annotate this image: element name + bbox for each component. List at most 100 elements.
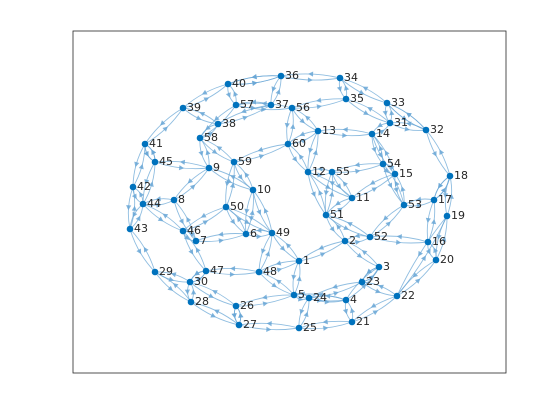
edge-arrowhead <box>290 123 296 130</box>
edge-arrowhead <box>233 91 239 97</box>
edge-arrowhead <box>344 85 350 91</box>
edge-arrowhead <box>284 122 290 129</box>
edge-arrowhead <box>401 115 407 121</box>
node-label: 1 <box>303 254 310 267</box>
edge-arrowhead <box>202 220 209 226</box>
edge-arrowhead <box>225 92 231 98</box>
edge-arrowhead <box>378 284 384 290</box>
edge-arrowhead <box>143 246 149 253</box>
edge-arrowhead <box>167 285 173 291</box>
edge-arrowhead <box>337 207 343 213</box>
edge-arrowhead <box>271 282 277 288</box>
node-label: 59 <box>238 155 252 168</box>
edge-arrowhead <box>342 132 348 138</box>
edge-arrowhead <box>384 150 390 156</box>
edge-arrowhead <box>389 110 395 116</box>
edge-arrowhead <box>248 216 254 221</box>
graph-node-20 <box>432 256 440 264</box>
node-label: 52 <box>374 230 388 243</box>
edge-arrowhead <box>271 86 277 92</box>
edge-arrowhead <box>361 250 368 256</box>
edge-arrowhead <box>431 150 437 157</box>
edge-arrowhead <box>131 193 137 200</box>
edge-arrowhead <box>379 129 385 135</box>
edge-arrowhead <box>199 111 206 117</box>
edge-arrowhead <box>412 272 419 278</box>
node-label: 30 <box>194 275 208 288</box>
edge-arrowhead <box>325 293 331 299</box>
edge-arrowhead <box>389 165 395 171</box>
node-label: 37 <box>275 98 289 111</box>
edge-arrowhead <box>363 110 369 115</box>
edge-arrowhead <box>342 127 348 133</box>
edge-arrowhead <box>214 115 220 121</box>
edge-arrowhead <box>323 190 329 196</box>
edge-arrowhead <box>299 118 305 124</box>
edge-arrowhead <box>216 146 223 152</box>
edge-arrowhead <box>329 181 336 186</box>
edge-arrowhead <box>143 151 149 157</box>
graph-node-41 <box>141 140 149 148</box>
node-label: 3 <box>383 260 390 273</box>
edge-arrowhead <box>387 182 393 189</box>
edge-arrowhead <box>196 277 202 283</box>
edge-arrowhead <box>443 193 449 199</box>
edge-arrowhead <box>375 288 381 294</box>
edge-arrowhead <box>257 146 264 152</box>
node-label: 34 <box>344 71 358 84</box>
graph-node-45 <box>151 158 159 166</box>
edge-arrowhead <box>236 216 242 223</box>
edge-arrowhead <box>200 212 207 218</box>
graph-node-30 <box>186 278 194 286</box>
edge-arrowhead <box>308 71 314 77</box>
edge-arrowhead <box>132 211 138 218</box>
edge-arrowhead <box>258 154 265 160</box>
edge-arrowhead <box>431 218 437 225</box>
edge-arrowhead <box>179 159 186 165</box>
edge-arrowhead <box>371 187 378 193</box>
edge-arrowhead <box>266 321 272 327</box>
edge-arrowhead <box>336 224 342 230</box>
edge-arrowhead <box>335 200 341 206</box>
edge-arrowhead <box>296 275 302 282</box>
node-label: 44 <box>147 197 161 210</box>
edge-arrowhead <box>138 163 144 170</box>
node-label: 35 <box>350 92 364 105</box>
node-label: 26 <box>240 299 254 312</box>
node-label: 38 <box>222 117 236 130</box>
edge-arrowhead <box>312 149 318 156</box>
edge-arrowhead <box>187 178 194 184</box>
edge-arrowhead <box>184 234 190 240</box>
graph-node-33 <box>383 99 391 107</box>
edge-arrowhead <box>440 187 446 194</box>
node-label: 54 <box>387 157 401 170</box>
edge-arrowhead <box>400 186 406 192</box>
edge-arrowhead <box>195 247 201 253</box>
node-label: 19 <box>451 209 465 222</box>
graph-node-1 <box>295 257 303 265</box>
edge-arrowhead <box>377 152 383 158</box>
graph-node-50 <box>222 203 230 211</box>
node-label: 39 <box>187 101 201 114</box>
node-label: 13 <box>322 124 336 137</box>
edge-arrowhead <box>198 150 204 157</box>
edge-arrowhead <box>439 149 445 156</box>
edge-arrowhead <box>261 101 267 107</box>
edge-arrowhead <box>279 245 286 251</box>
graph-node-32 <box>422 126 430 134</box>
edge-arrowhead <box>416 196 422 202</box>
graph-node-9 <box>205 164 213 172</box>
graph-node-27 <box>235 321 243 329</box>
node-label: 4 <box>350 293 357 306</box>
edge-arrowhead <box>230 218 236 225</box>
edge-arrowhead <box>316 104 322 110</box>
edge-arrowhead <box>189 232 195 238</box>
edge-arrowhead <box>369 179 376 185</box>
graph-node-3 <box>375 263 383 271</box>
node-label: 18 <box>454 169 468 182</box>
graph-node-28 <box>187 298 195 306</box>
edge-arrowhead <box>329 226 335 232</box>
graph-node-55 <box>328 168 336 176</box>
edge-arrowhead <box>157 216 164 222</box>
node-label: 28 <box>195 295 209 308</box>
